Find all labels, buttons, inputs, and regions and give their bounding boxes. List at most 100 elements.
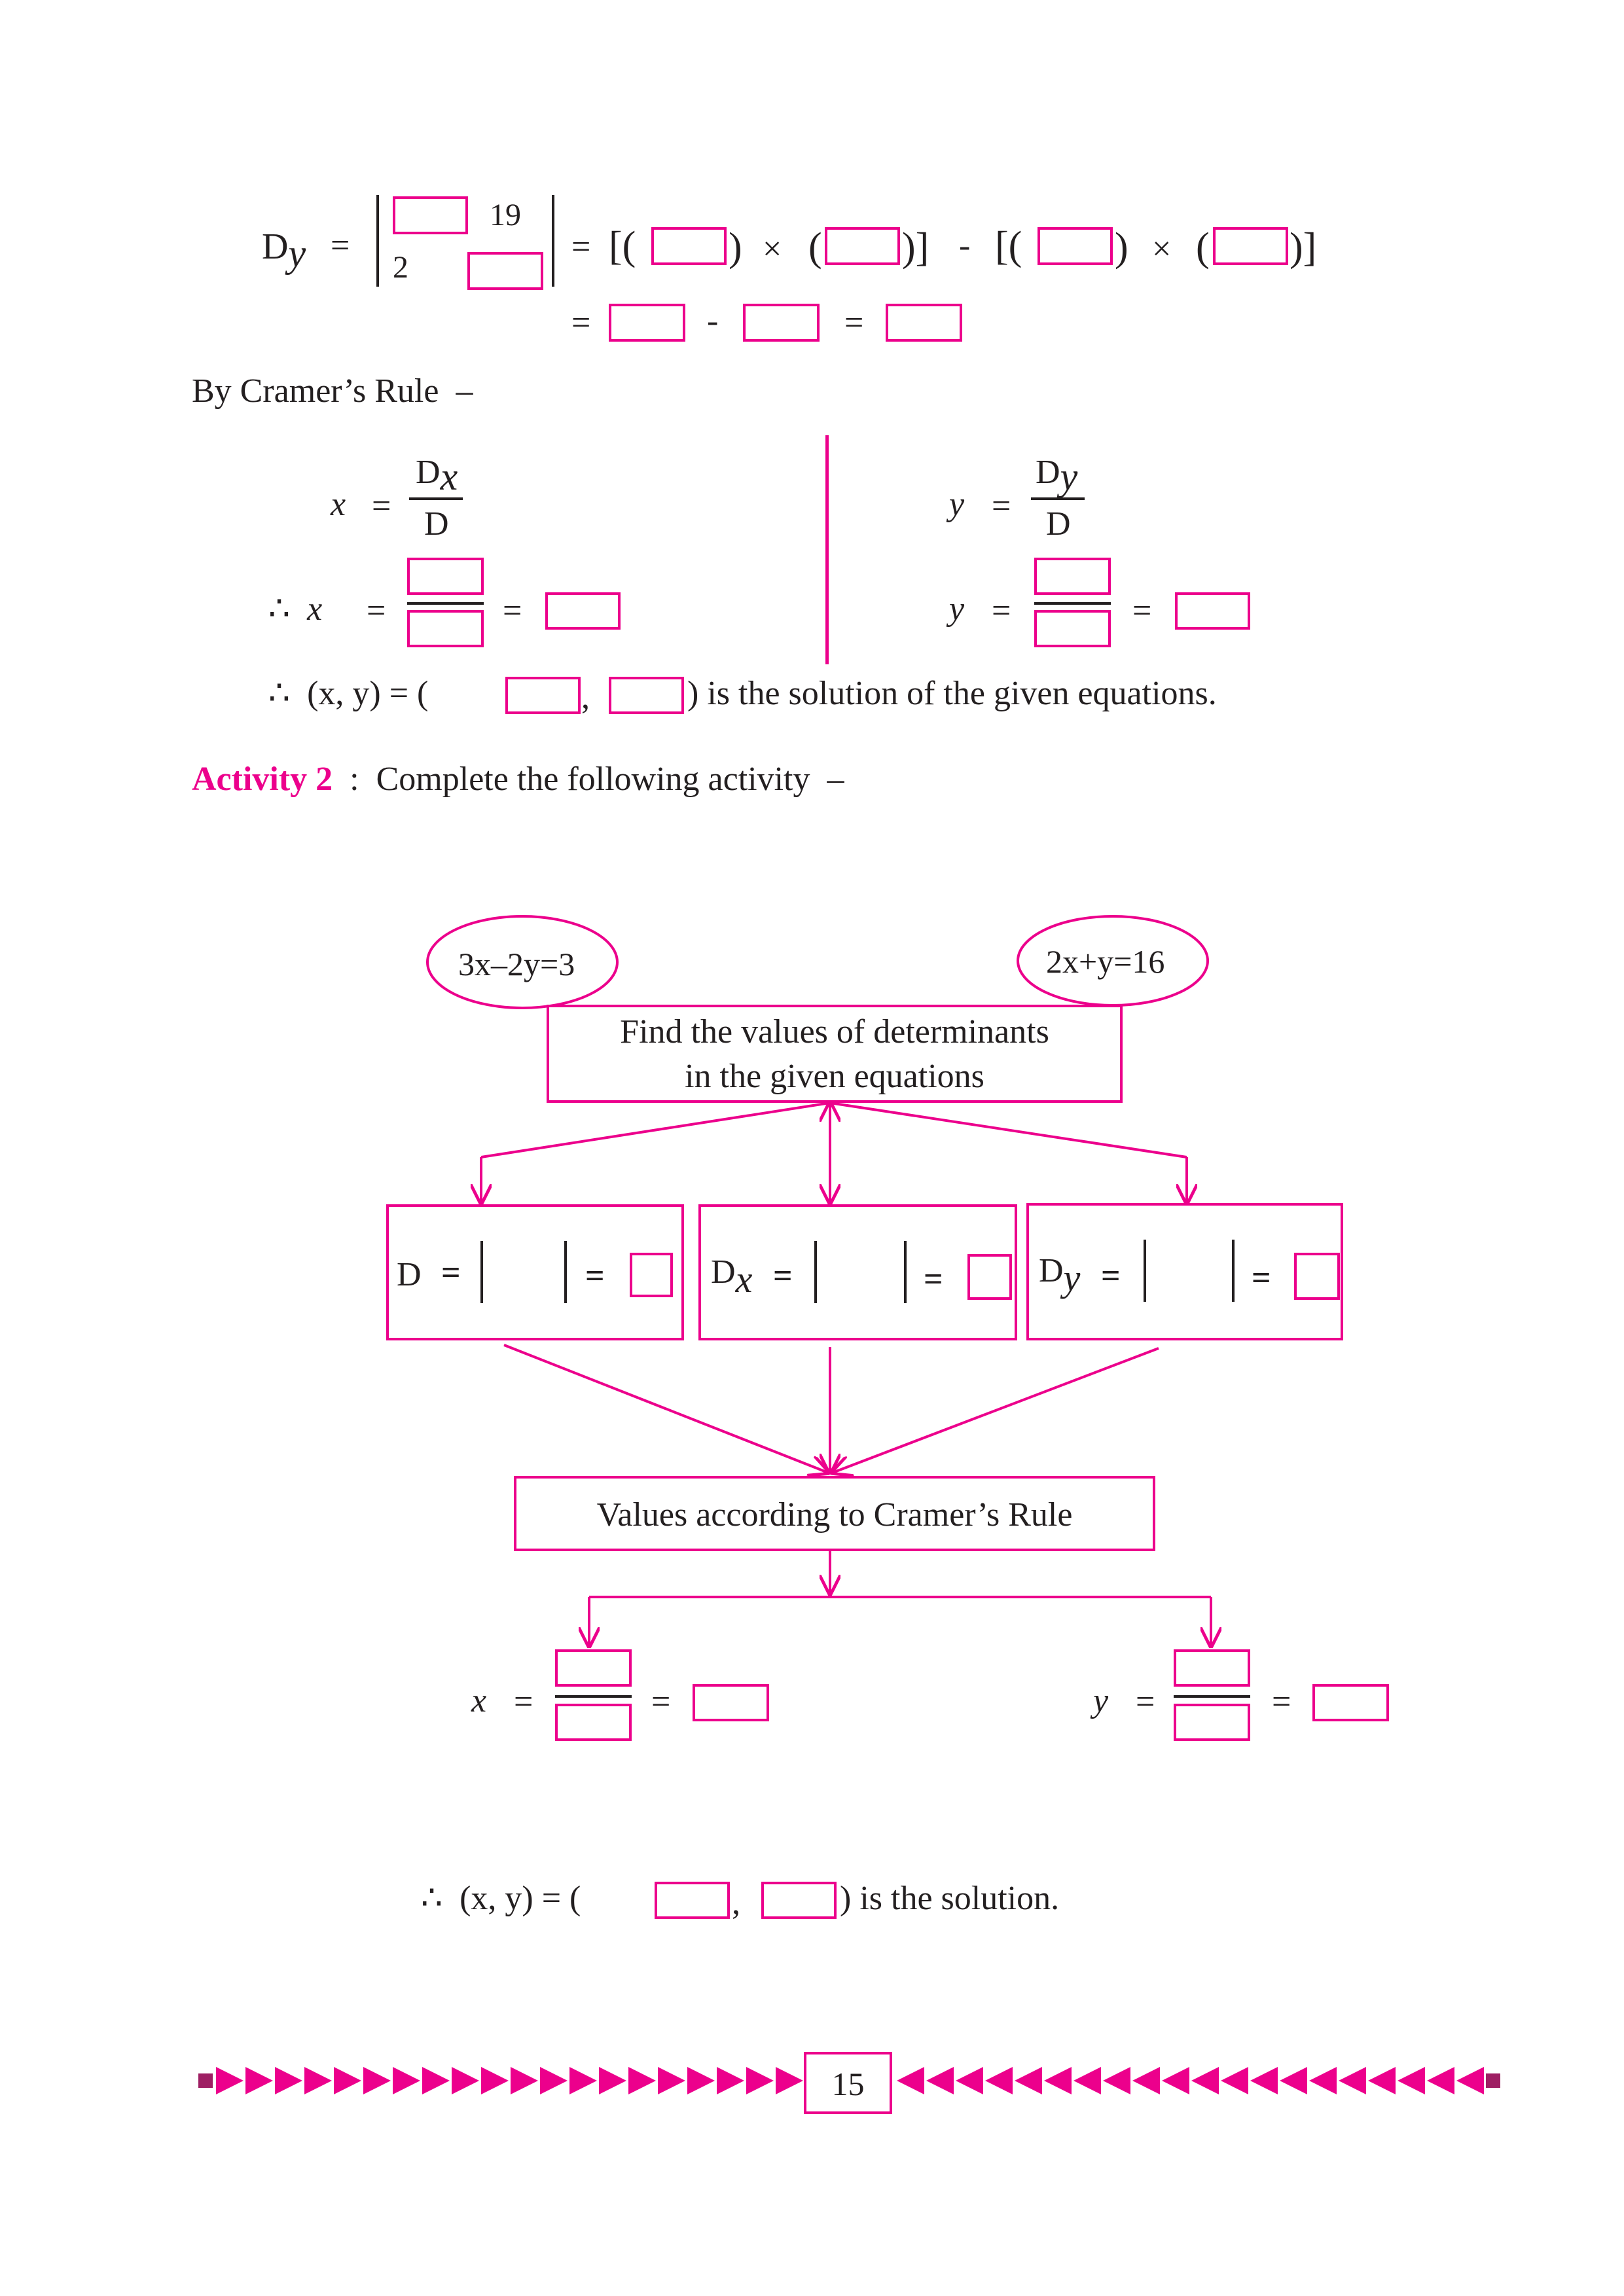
y-formula-fraction-line — [1031, 497, 1085, 500]
x-denominator-blank[interactable] — [407, 610, 484, 647]
dx-num-subscript: x — [440, 455, 458, 498]
expansion-blank-2[interactable] — [825, 227, 900, 265]
y-calc-equals: = — [992, 592, 1011, 630]
footer-left-triangle — [1221, 2067, 1248, 2094]
activity-colon: : — [350, 761, 359, 798]
final-y-fraction-line — [1174, 1695, 1250, 1698]
final-x-equals: = — [514, 1683, 533, 1721]
x-formula-equals: = — [372, 488, 391, 525]
footer-left-triangle — [1103, 2067, 1130, 2094]
y-denominator-blank[interactable] — [1034, 610, 1111, 647]
final-y-numerator-blank[interactable] — [1174, 1649, 1250, 1687]
final-y-result-equals: = — [1272, 1683, 1291, 1721]
x-calc-fraction-line — [407, 602, 484, 605]
cramer-heading-text: By Cramer’s Rule — [192, 372, 439, 410]
det-d-result-blank[interactable] — [630, 1253, 673, 1297]
solution-prefix: (x, y) = ( — [307, 675, 429, 712]
y-calc-fraction-line — [1034, 602, 1111, 605]
footer-left-triangle — [1427, 2067, 1454, 2094]
x-calc-equals: = — [367, 592, 386, 630]
dx-num-letter: D — [416, 454, 441, 491]
footer-right-triangle — [334, 2067, 361, 2094]
det-dy-label: Dy — [1039, 1250, 1080, 1297]
det-dy-subscript: y — [1063, 1257, 1081, 1299]
det-dx-left-bar — [814, 1241, 817, 1303]
activity-dash: – — [827, 761, 844, 798]
footer-right-triangle — [658, 2067, 685, 2094]
footer-right-triangle — [304, 2067, 332, 2094]
expansion-blank-3[interactable] — [1038, 227, 1113, 265]
footer-right-triangle — [569, 2067, 597, 2094]
result-blank-1[interactable] — [609, 304, 685, 342]
find-box-line-1: Find the values of determinants — [620, 1013, 1049, 1050]
result-minus: - — [707, 302, 719, 340]
y-calc-var: y — [949, 590, 965, 628]
bracket-close-2: )] — [1290, 225, 1317, 270]
footer-left-triangle — [1456, 2067, 1484, 2094]
det-d-right-bar — [564, 1241, 567, 1303]
det-dy-result-blank[interactable] — [1294, 1253, 1340, 1300]
det-dx-letter: D — [711, 1253, 736, 1291]
final-y-result-blank[interactable] — [1312, 1684, 1389, 1721]
final-x-result-blank[interactable] — [693, 1684, 769, 1721]
det-dx-label: Dx — [711, 1251, 752, 1299]
cramer-heading-dash: – — [456, 372, 473, 410]
footer-right-triangle — [687, 2067, 715, 2094]
expansion-blank-4[interactable] — [1213, 227, 1288, 265]
footer-left-triangle — [1132, 2067, 1160, 2094]
footer-right-triangle — [540, 2067, 568, 2094]
footer-right-triangle — [717, 2067, 744, 2094]
det-blank-top-left[interactable] — [393, 196, 468, 234]
footer-left-triangle — [1398, 2067, 1425, 2094]
det-dx-result-blank[interactable] — [967, 1254, 1012, 1300]
solution-y-blank[interactable] — [609, 677, 684, 714]
solution2-suffix: ) is the solution. — [840, 1880, 1060, 1917]
equation-1-ellipse-text: 3x–2y=3 — [458, 946, 575, 982]
footer-left-triangle — [926, 2067, 954, 2094]
result-blank-3[interactable] — [886, 304, 962, 342]
cramer-heading: By Cramer’s Rule – — [192, 374, 473, 408]
activity-label: Activity 2 — [192, 761, 333, 798]
bracket-close-1: )] — [902, 225, 929, 270]
footer-right-triangle — [481, 2067, 509, 2094]
footer-left-triangle — [1074, 2067, 1101, 2094]
det-dy-equals: = — [1101, 1257, 1121, 1295]
result-blank-2[interactable] — [743, 304, 820, 342]
det-blank-bottom-right[interactable] — [467, 252, 543, 290]
x-result-blank[interactable] — [545, 592, 621, 630]
footer-left-triangle — [1250, 2067, 1278, 2094]
solution2-x-blank[interactable] — [655, 1882, 730, 1919]
expansion-blank-1[interactable] — [651, 227, 727, 265]
times-sign-2: × — [1152, 230, 1172, 268]
dy-num-subscript: y — [1060, 455, 1078, 498]
footer-left-triangle — [1368, 2067, 1396, 2094]
solution2-y-blank[interactable] — [761, 1882, 837, 1919]
solution-x-blank[interactable] — [505, 677, 581, 714]
det-value-2: 2 — [393, 250, 408, 285]
find-box-line-2: in the given equations — [685, 1058, 984, 1095]
cramer-divider — [825, 435, 829, 664]
paren-open-4: ( — [1196, 225, 1210, 270]
footer-left-triangle — [1162, 2067, 1189, 2094]
final-x-var: x — [471, 1682, 487, 1719]
paren-open-2: ( — [808, 225, 822, 270]
footer-right-triangle — [776, 2067, 803, 2094]
final-x-denominator-blank[interactable] — [555, 1704, 632, 1741]
therefore-x-var: x — [307, 590, 323, 628]
footer-right-triangle — [511, 2067, 538, 2094]
determinant-d-box: D = = — [386, 1204, 684, 1340]
y-result-blank[interactable] — [1175, 592, 1250, 630]
y-formula-denominator: D — [1046, 505, 1071, 543]
final-x-result-equals: = — [651, 1683, 671, 1721]
dy-subscript: y — [288, 232, 306, 275]
equation-2-ellipse-text: 2x+y=16 — [1046, 943, 1165, 980]
det-dy-letter: D — [1039, 1252, 1064, 1289]
x-result-equals: = — [503, 592, 522, 630]
solution2-therefore: ∴ — [421, 1880, 443, 1917]
y-numerator-blank[interactable] — [1034, 558, 1111, 595]
final-x-numerator-blank[interactable] — [555, 1649, 632, 1687]
x-numerator-blank[interactable] — [407, 558, 484, 595]
final-y-denominator-blank[interactable] — [1174, 1704, 1250, 1741]
footer-right-triangle — [363, 2067, 391, 2094]
